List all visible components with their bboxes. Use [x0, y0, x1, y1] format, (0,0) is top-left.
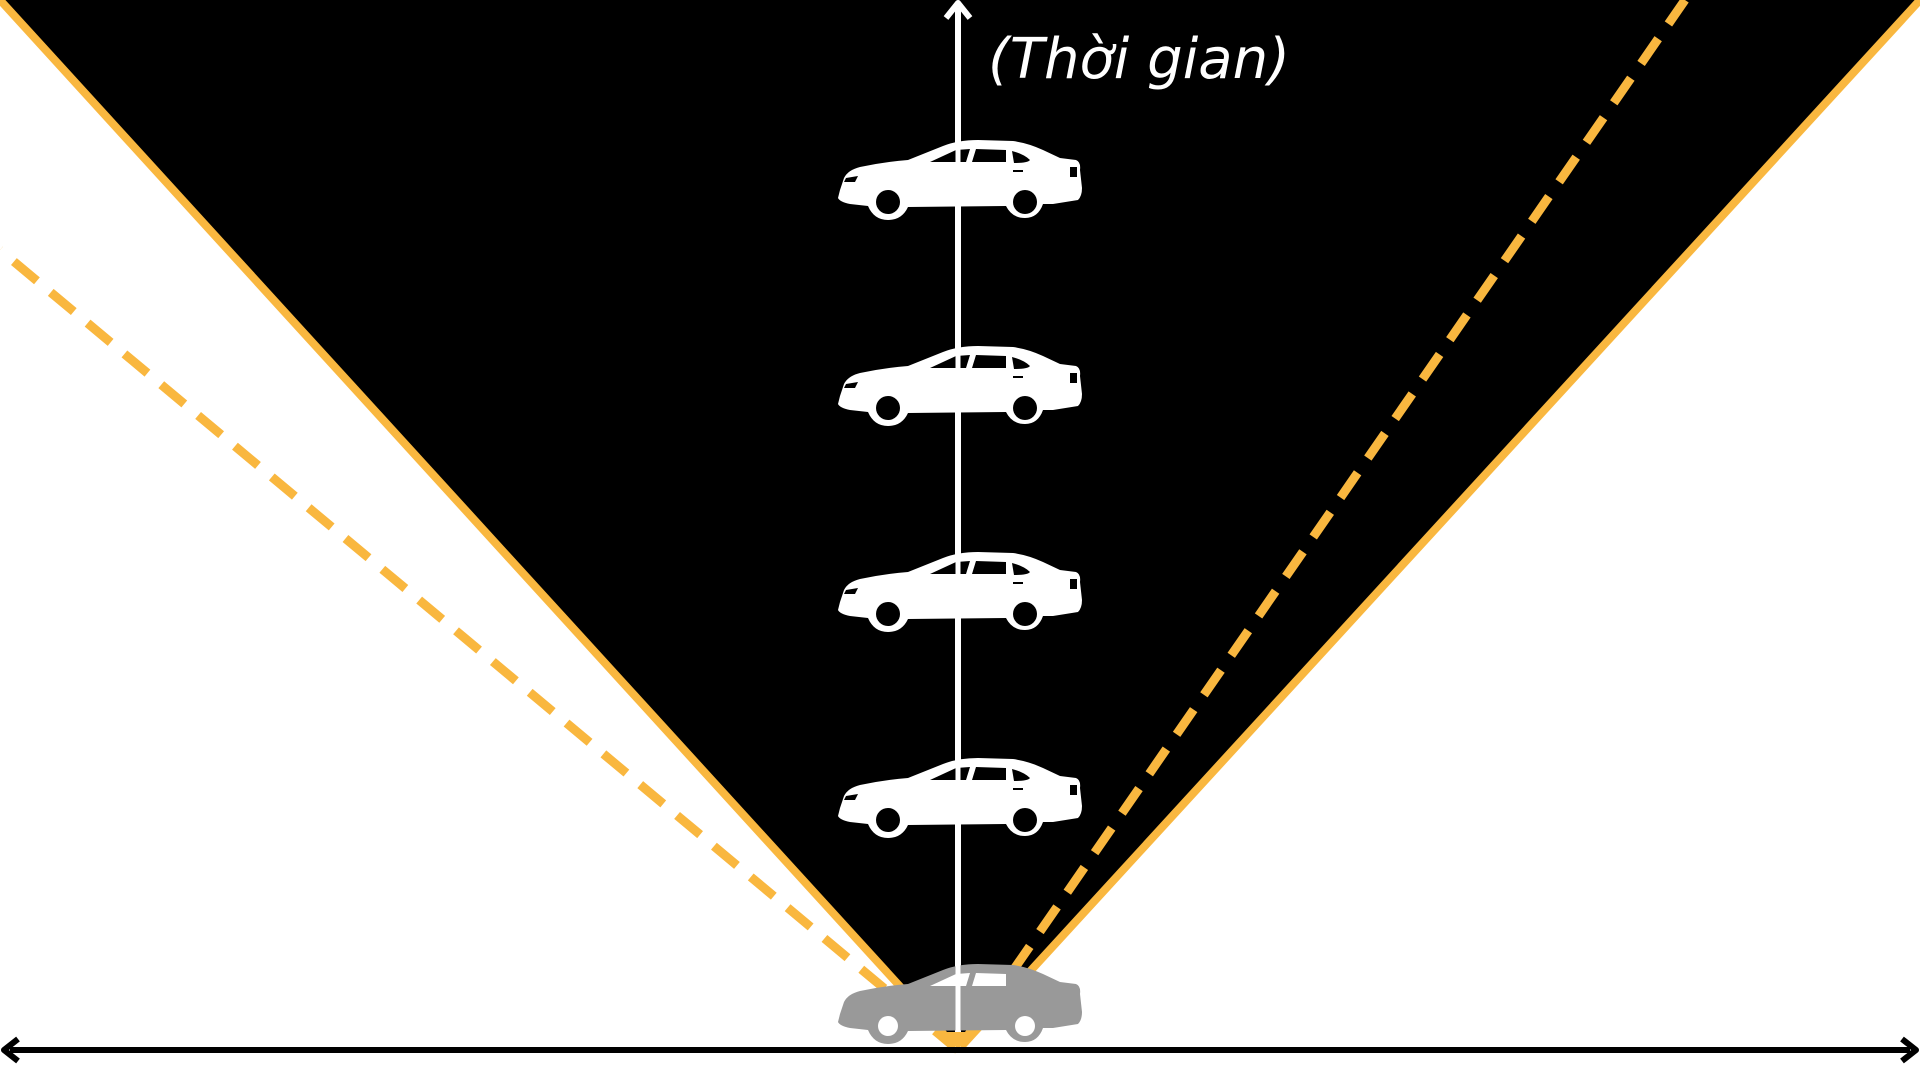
car-side-icon — [838, 964, 1082, 1044]
space-axis-arrowhead-right — [1900, 1036, 1919, 1064]
dashed-worldline-right — [954, 0, 1689, 1053]
space-axis-arrowhead-left — [1, 1036, 20, 1064]
cone-apex-mark — [944, 1032, 972, 1050]
dashed-worldline-left — [0, 246, 961, 1054]
light-ray-right — [955, 0, 1920, 1053]
time-axis-arrowhead — [943, 0, 973, 20]
light-ray-left — [0, 0, 961, 1053]
time-axis-label: (Thời gian) — [988, 27, 1290, 92]
